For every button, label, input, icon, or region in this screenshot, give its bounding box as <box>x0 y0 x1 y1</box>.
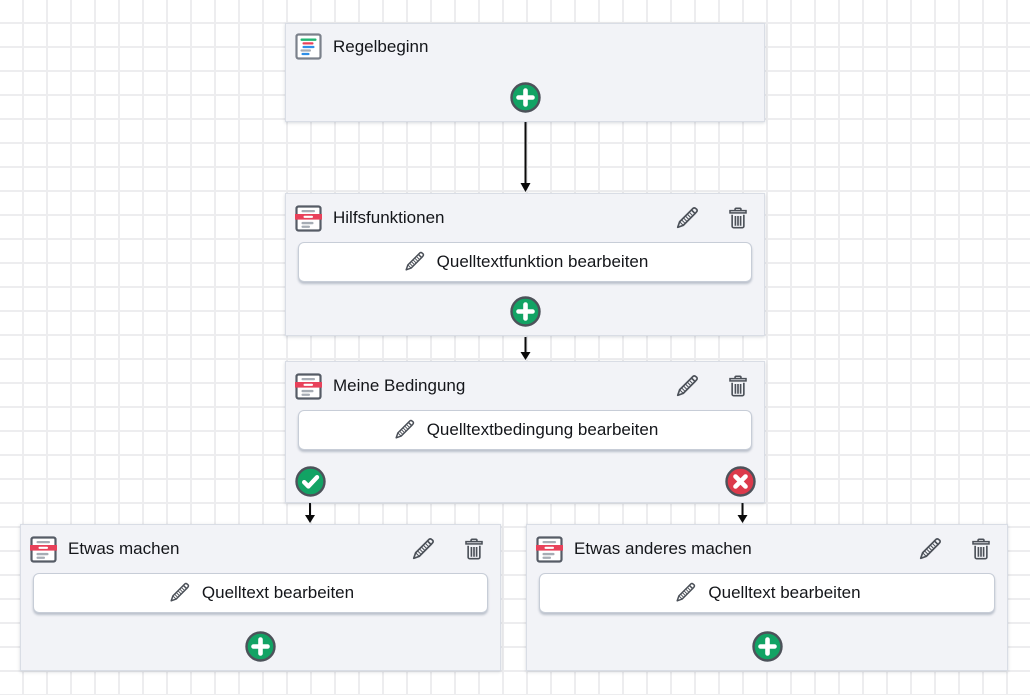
arrow-true-branch <box>305 501 315 523</box>
node-header: Etwas anderes machen <box>527 525 1007 570</box>
node-title: Meine Bedingung <box>333 376 466 395</box>
pencil-icon <box>395 419 414 439</box>
arrow-start-to-functions <box>520 122 531 192</box>
node-action-true[interactable]: Etwas machen Quelltext bearbeiten <box>20 524 501 671</box>
pencil-icon <box>676 582 696 602</box>
plus-icon <box>752 631 783 662</box>
true-branch-button[interactable] <box>295 466 326 497</box>
node-title: Etwas anderes machen <box>574 539 752 558</box>
edit-source-label: Quelltext bearbeiten <box>708 583 861 602</box>
node-header: Regelbeginn <box>286 24 764 66</box>
trash-icon <box>972 538 990 560</box>
plus-icon <box>510 82 541 113</box>
plus-icon <box>510 296 541 327</box>
node-action-false[interactable]: Etwas anderes machen Quelltext bearbeite… <box>526 524 1008 671</box>
add-element-button[interactable] <box>510 296 541 327</box>
edit-node-button[interactable] <box>915 534 943 564</box>
pencil-icon <box>170 582 190 602</box>
code-block-icon <box>536 535 563 563</box>
trash-icon <box>465 538 483 560</box>
pencil-icon <box>676 206 698 228</box>
delete-node-button[interactable] <box>724 371 752 401</box>
node-title: Etwas machen <box>68 539 180 558</box>
arrow-functions-to-condition <box>520 337 531 360</box>
edit-node-button[interactable] <box>408 534 436 564</box>
edit-node-button[interactable] <box>672 371 700 401</box>
trash-icon <box>729 207 747 229</box>
node-title: Hilfsfunktionen <box>333 208 445 227</box>
pencil-icon <box>405 251 424 271</box>
add-element-button[interactable] <box>245 631 276 662</box>
pencil-icon <box>919 537 941 559</box>
rule-start-icon <box>295 33 322 60</box>
edit-source-button[interactable]: Quelltext bearbeiten <box>33 573 488 613</box>
node-rule-start[interactable]: Regelbeginn <box>285 23 765 122</box>
code-block-icon <box>30 535 57 563</box>
node-header: Hilfsfunktionen <box>286 194 764 239</box>
node-condition[interactable]: Meine Bedingung Quelltextbedingung bearb… <box>285 361 765 503</box>
code-block-icon <box>295 372 322 400</box>
false-branch-button[interactable] <box>725 466 756 497</box>
node-helper-functions[interactable]: Hilfsfunktionen Quelltextfunktion bearbe… <box>285 193 765 336</box>
add-element-button[interactable] <box>510 82 541 113</box>
node-title: Regelbeginn <box>333 36 429 56</box>
check-icon <box>295 466 326 497</box>
delete-node-button[interactable] <box>460 534 488 564</box>
code-block-icon <box>295 204 322 232</box>
edit-source-label: Quelltextfunktion bearbeiten <box>436 252 649 271</box>
edit-source-label: Quelltext bearbeiten <box>201 583 355 602</box>
edit-source-function-button[interactable]: Quelltextfunktion bearbeiten <box>298 242 752 282</box>
x-icon <box>725 466 756 497</box>
trash-icon <box>729 375 747 397</box>
pencil-icon <box>412 537 434 559</box>
delete-node-button[interactable] <box>967 534 995 564</box>
edit-source-button[interactable]: Quelltext bearbeiten <box>539 573 995 613</box>
delete-node-button[interactable] <box>724 203 752 233</box>
arrow-false-branch <box>737 501 748 523</box>
edit-source-condition-button[interactable]: Quelltextbedingung bearbeiten <box>298 410 752 450</box>
pencil-icon <box>676 374 698 396</box>
edit-node-button[interactable] <box>672 203 700 233</box>
edit-source-label: Quelltextbedingung bearbeiten <box>426 420 659 439</box>
node-header: Etwas machen <box>21 525 500 570</box>
add-element-button[interactable] <box>752 631 783 662</box>
node-header: Meine Bedingung <box>286 362 764 407</box>
plus-icon <box>245 631 276 662</box>
